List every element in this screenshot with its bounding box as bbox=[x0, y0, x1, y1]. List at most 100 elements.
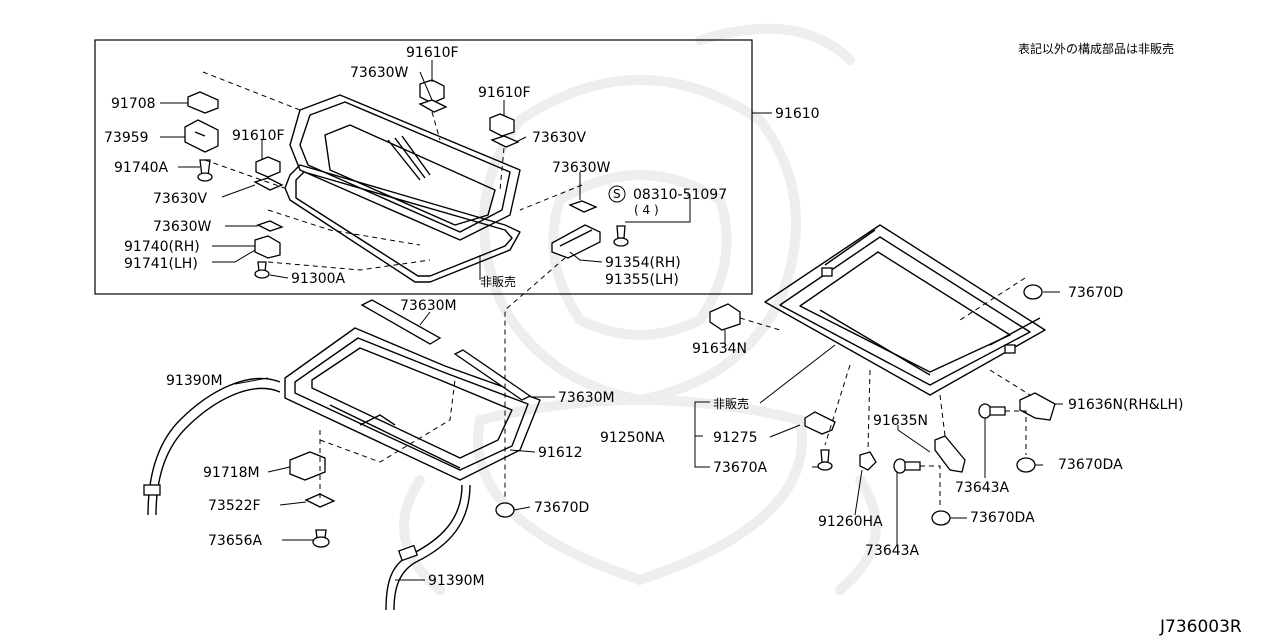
rail-assembly-91250na bbox=[764, 224, 1046, 396]
pad-91610f-c bbox=[255, 156, 281, 178]
strip-73630m-b bbox=[453, 349, 532, 401]
label-nonsale-b: 非販売 bbox=[713, 396, 749, 411]
label-91390m-b: 91390M bbox=[428, 573, 485, 589]
bracket-91636n bbox=[1019, 392, 1056, 421]
dash-line bbox=[499, 147, 505, 191]
link-91354-91355 bbox=[551, 224, 601, 259]
label-73643a-b: 73643A bbox=[865, 543, 920, 559]
dash-line bbox=[989, 369, 1031, 396]
dash-line bbox=[267, 259, 431, 271]
glass-panel-assembly bbox=[284, 94, 521, 283]
label-91610f-b: 91610F bbox=[478, 85, 531, 101]
label-91300a: 91300A bbox=[291, 271, 346, 287]
label-73643a-a: 73643A bbox=[955, 480, 1010, 496]
label-91740a: 91740A bbox=[114, 160, 169, 176]
nut-73670da-a bbox=[1016, 457, 1036, 473]
label-73670d-b: 73670D bbox=[534, 500, 589, 516]
label-91610f-c: 91610F bbox=[232, 128, 285, 144]
dash-line bbox=[867, 369, 871, 451]
label-91718m: 91718M bbox=[203, 465, 260, 481]
label-73959: 73959 bbox=[104, 130, 149, 146]
dash-line bbox=[959, 277, 1026, 321]
clip-73630w-a bbox=[418, 99, 448, 113]
bolt-91740a bbox=[197, 159, 213, 182]
label-91610: 91610 bbox=[775, 106, 820, 122]
header-note: 表記以外の構成部品は非販売 bbox=[1018, 41, 1174, 56]
hinge-91740-91741 bbox=[254, 235, 281, 259]
bolt-73670a bbox=[817, 449, 833, 471]
dash-line bbox=[939, 394, 946, 437]
dash-line bbox=[519, 184, 583, 211]
clip-73630v-a bbox=[253, 177, 284, 191]
leader-lines bbox=[160, 60, 1063, 581]
clip-73630v-b bbox=[490, 135, 520, 148]
part-labels: 91610F 73630W 91610F 91708 91610 91610F … bbox=[104, 45, 1183, 589]
part-91275 bbox=[804, 411, 836, 435]
strip-73630m-a bbox=[360, 299, 442, 345]
label-91740rh: 91740(RH) bbox=[124, 239, 200, 255]
bracket-73959 bbox=[184, 119, 219, 153]
label-91354rh: 91354(RH) bbox=[605, 255, 681, 271]
label-91741lh: 91741(LH) bbox=[124, 256, 198, 272]
dash-line bbox=[824, 364, 851, 446]
label-73630m-a: 73630M bbox=[400, 298, 457, 314]
nut-73670d-b bbox=[495, 502, 515, 518]
label-73630w-a: 73630W bbox=[350, 65, 409, 81]
label-73630v-a: 73630V bbox=[532, 130, 587, 146]
label-08310-qty: ( 4 ) bbox=[634, 203, 659, 217]
dash-line bbox=[431, 111, 441, 141]
bolt-73643a-b bbox=[893, 458, 921, 474]
label-91260ha: 91260HA bbox=[818, 514, 883, 530]
nut-73670d-a bbox=[1023, 284, 1043, 300]
nut-73656a bbox=[312, 529, 330, 548]
label-91355lh: 91355(LH) bbox=[605, 272, 679, 288]
label-91610f-a: 91610F bbox=[406, 45, 459, 61]
label-91390m-a: 91390M bbox=[166, 373, 223, 389]
label-91635n: 91635N bbox=[873, 413, 928, 429]
label-91634n: 91634N bbox=[692, 341, 747, 357]
dash-line bbox=[204, 159, 291, 191]
bolt-73643a-a bbox=[978, 403, 1006, 419]
label-nonsale-a: 非販売 bbox=[480, 274, 516, 289]
label-73522f: 73522F bbox=[208, 498, 261, 514]
dash-line bbox=[739, 317, 781, 331]
diagram-code: J736003R bbox=[1159, 617, 1242, 637]
clip-91708 bbox=[187, 91, 219, 114]
drain-hose-91390m-a bbox=[143, 377, 281, 516]
bolt-91300a bbox=[254, 261, 270, 279]
label-91636n: 91636N(RH&LH) bbox=[1068, 397, 1183, 413]
label-73630w-c: 73630W bbox=[552, 160, 611, 176]
label-73630v-b: 73630V bbox=[153, 191, 208, 207]
label-73670da-a: 73670DA bbox=[1058, 457, 1123, 473]
watermark-crest bbox=[399, 23, 881, 595]
dash-line bbox=[920, 465, 941, 505]
bracket-91718m bbox=[289, 451, 326, 481]
dash-line bbox=[1005, 410, 1027, 455]
label-73656a: 73656A bbox=[208, 533, 263, 549]
label-91612: 91612 bbox=[538, 445, 583, 461]
screw-08310-51097 bbox=[608, 185, 629, 247]
bracket-91634n bbox=[709, 303, 741, 331]
label-73670a: 73670A bbox=[713, 460, 768, 476]
label-08310-51097: 08310-51097 bbox=[633, 187, 727, 203]
kit-91610-box bbox=[94, 39, 753, 295]
label-91275: 91275 bbox=[713, 430, 758, 446]
pad-91610f-b bbox=[489, 113, 515, 137]
clip-91260ha bbox=[859, 451, 877, 471]
clip-73522f bbox=[304, 493, 336, 508]
label-73630m-b: 73630M bbox=[558, 390, 615, 406]
clip-73630w-c bbox=[568, 200, 598, 213]
screw-symbol: S bbox=[613, 187, 621, 201]
label-73630w-b: 73630W bbox=[153, 219, 212, 235]
label-91708: 91708 bbox=[111, 96, 156, 112]
frame-91612 bbox=[284, 327, 541, 481]
label-91250na: 91250NA bbox=[600, 430, 665, 446]
drain-hose-91390m-b bbox=[385, 484, 471, 611]
label-73670d-a: 73670D bbox=[1068, 285, 1123, 301]
clip-73630w-b bbox=[256, 220, 284, 232]
dash-line bbox=[319, 379, 456, 463]
nut-73670da-b bbox=[931, 510, 951, 526]
bracket-91635n bbox=[934, 435, 966, 473]
label-73670da-b: 73670DA bbox=[970, 510, 1035, 526]
